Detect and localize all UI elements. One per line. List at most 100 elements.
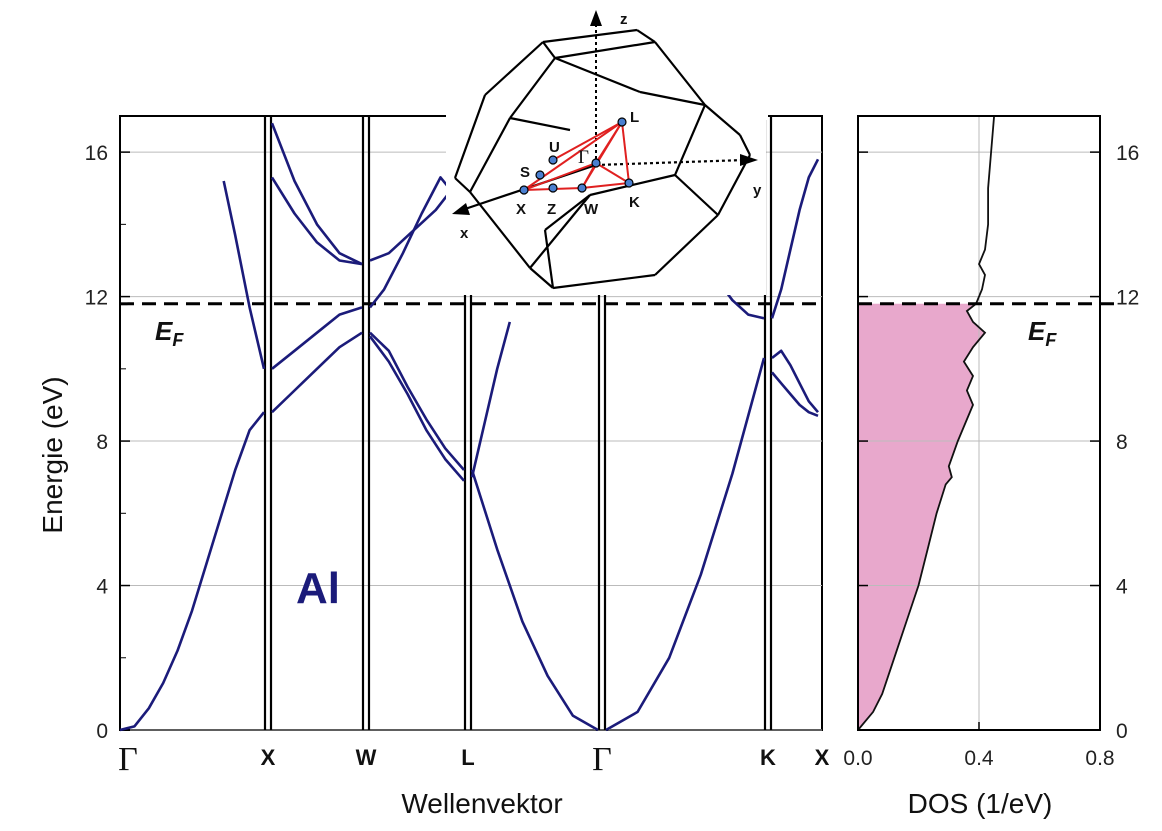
bz-edge — [552, 273, 656, 290]
dos-axis-title: DOS (1/eV) — [908, 788, 1053, 819]
dos-panel: 0 4 8 12 16 0.0 0.4 0.8 — [843, 115, 1139, 770]
kpoint-label: W — [356, 745, 377, 770]
bz-axis-label: x — [460, 225, 469, 242]
band-line — [770, 158, 820, 319]
bz-edge — [654, 41, 706, 106]
band-line — [368, 335, 465, 482]
dos-y-tick-label: 16 — [1116, 142, 1139, 165]
bz-axis-label: z — [620, 11, 628, 28]
bz-edge — [453, 94, 487, 179]
band-line — [470, 469, 599, 732]
bz-path-edge — [552, 121, 623, 161]
kpoint-label: Γ — [592, 741, 612, 778]
inset-background — [446, 20, 766, 295]
band-line — [771, 371, 819, 418]
fermi-label-left-sub: F — [172, 330, 184, 350]
kpoint-label: K — [760, 745, 776, 770]
bz-axis-label: y — [753, 182, 762, 199]
kpoint-label: Γ — [118, 741, 138, 778]
bz-path-edge — [595, 162, 630, 184]
bands-y-tick-label: 8 — [96, 431, 108, 454]
bz-edge — [554, 56, 641, 94]
dos-filled-area — [858, 303, 985, 730]
band-line — [119, 411, 266, 732]
fermi-label-right-main: E — [1028, 316, 1046, 346]
band-line — [270, 122, 363, 266]
dos-y-tick-label: 4 — [1116, 576, 1128, 599]
band-line — [771, 349, 819, 414]
bz-edge — [543, 229, 555, 289]
bz-edge — [639, 90, 706, 107]
bz-point-label: Γ — [578, 147, 589, 168]
bands-y-tick-label: 0 — [96, 720, 108, 743]
bz-edge — [509, 116, 571, 132]
bands-y-tick-label: 16 — [85, 142, 108, 165]
bz-point-marker — [548, 155, 558, 165]
bz-edge — [674, 174, 719, 216]
bz-edge — [704, 104, 741, 136]
dos-y-tick-label: 12 — [1116, 287, 1139, 310]
dos-x-tick-label: 0.4 — [964, 747, 994, 770]
fermi-label-right-sub: F — [1045, 330, 1057, 350]
bz-point-label: K — [629, 194, 640, 211]
dos-y-tick-label: 8 — [1116, 431, 1128, 454]
bz-point-label: X — [516, 201, 526, 218]
kpoint-label: L — [461, 745, 474, 770]
bz-point-marker — [535, 170, 545, 180]
bz-edge — [529, 267, 554, 289]
bz-point-label: W — [584, 201, 599, 218]
bz-point-marker — [624, 178, 634, 188]
band-line — [270, 176, 363, 266]
bz-edge — [454, 177, 471, 193]
dos-y-tick-label: 0 — [1116, 720, 1128, 743]
bz-y-arrow — [740, 154, 758, 166]
bz-point-label: L — [630, 109, 639, 126]
band-line — [369, 331, 465, 471]
bz-path-edge — [581, 182, 630, 189]
bands-y-tick-label: 4 — [96, 576, 108, 599]
bz-path-edge — [523, 162, 597, 191]
dos-curve — [857, 115, 995, 731]
bz-point-marker — [519, 185, 529, 195]
bz-z-arrow — [590, 10, 602, 26]
bz-edge — [717, 154, 751, 216]
bz-point-label: U — [549, 139, 560, 156]
fermi-label-left-main: E — [155, 316, 173, 346]
bands-y-tick-label: 12 — [85, 287, 108, 310]
band-line — [369, 172, 466, 262]
bz-point-label: S — [520, 164, 530, 181]
bz-x-arrow — [452, 203, 470, 215]
bz-edge — [654, 214, 719, 276]
bz-edge — [529, 194, 591, 269]
y-axis-title: Energie (eV) — [37, 376, 68, 533]
kpoint-label: X — [261, 745, 276, 770]
bz-edge — [469, 117, 511, 193]
bz-path-edge — [581, 121, 623, 189]
bz-edge — [554, 40, 656, 60]
material-label: Al — [296, 564, 340, 613]
bz-point-marker — [591, 158, 601, 168]
bz-edge — [509, 57, 556, 119]
kpoint-label: X — [815, 745, 830, 770]
bz-edge — [542, 41, 556, 59]
bz-edge — [739, 134, 751, 156]
band-line — [222, 180, 266, 370]
bz-edge — [544, 194, 591, 231]
band-line — [470, 321, 512, 478]
band-line — [271, 331, 363, 414]
fermi-label-left: EF — [155, 316, 184, 350]
bz-point-marker — [617, 117, 627, 127]
bz-edge — [636, 29, 656, 43]
bz-path-edge — [621, 121, 630, 184]
bz-edge — [673, 104, 707, 176]
dos-x-tick-label: 0.8 — [1085, 747, 1114, 770]
x-axis-title: Wellenvektor — [401, 788, 562, 819]
bz-edge — [542, 28, 638, 44]
bz-edge — [484, 41, 544, 96]
bz-point-marker — [577, 183, 587, 193]
band-line — [271, 306, 363, 370]
dos-x-tick-label: 0.0 — [843, 747, 872, 770]
fermi-label-right: EF — [1028, 316, 1057, 350]
